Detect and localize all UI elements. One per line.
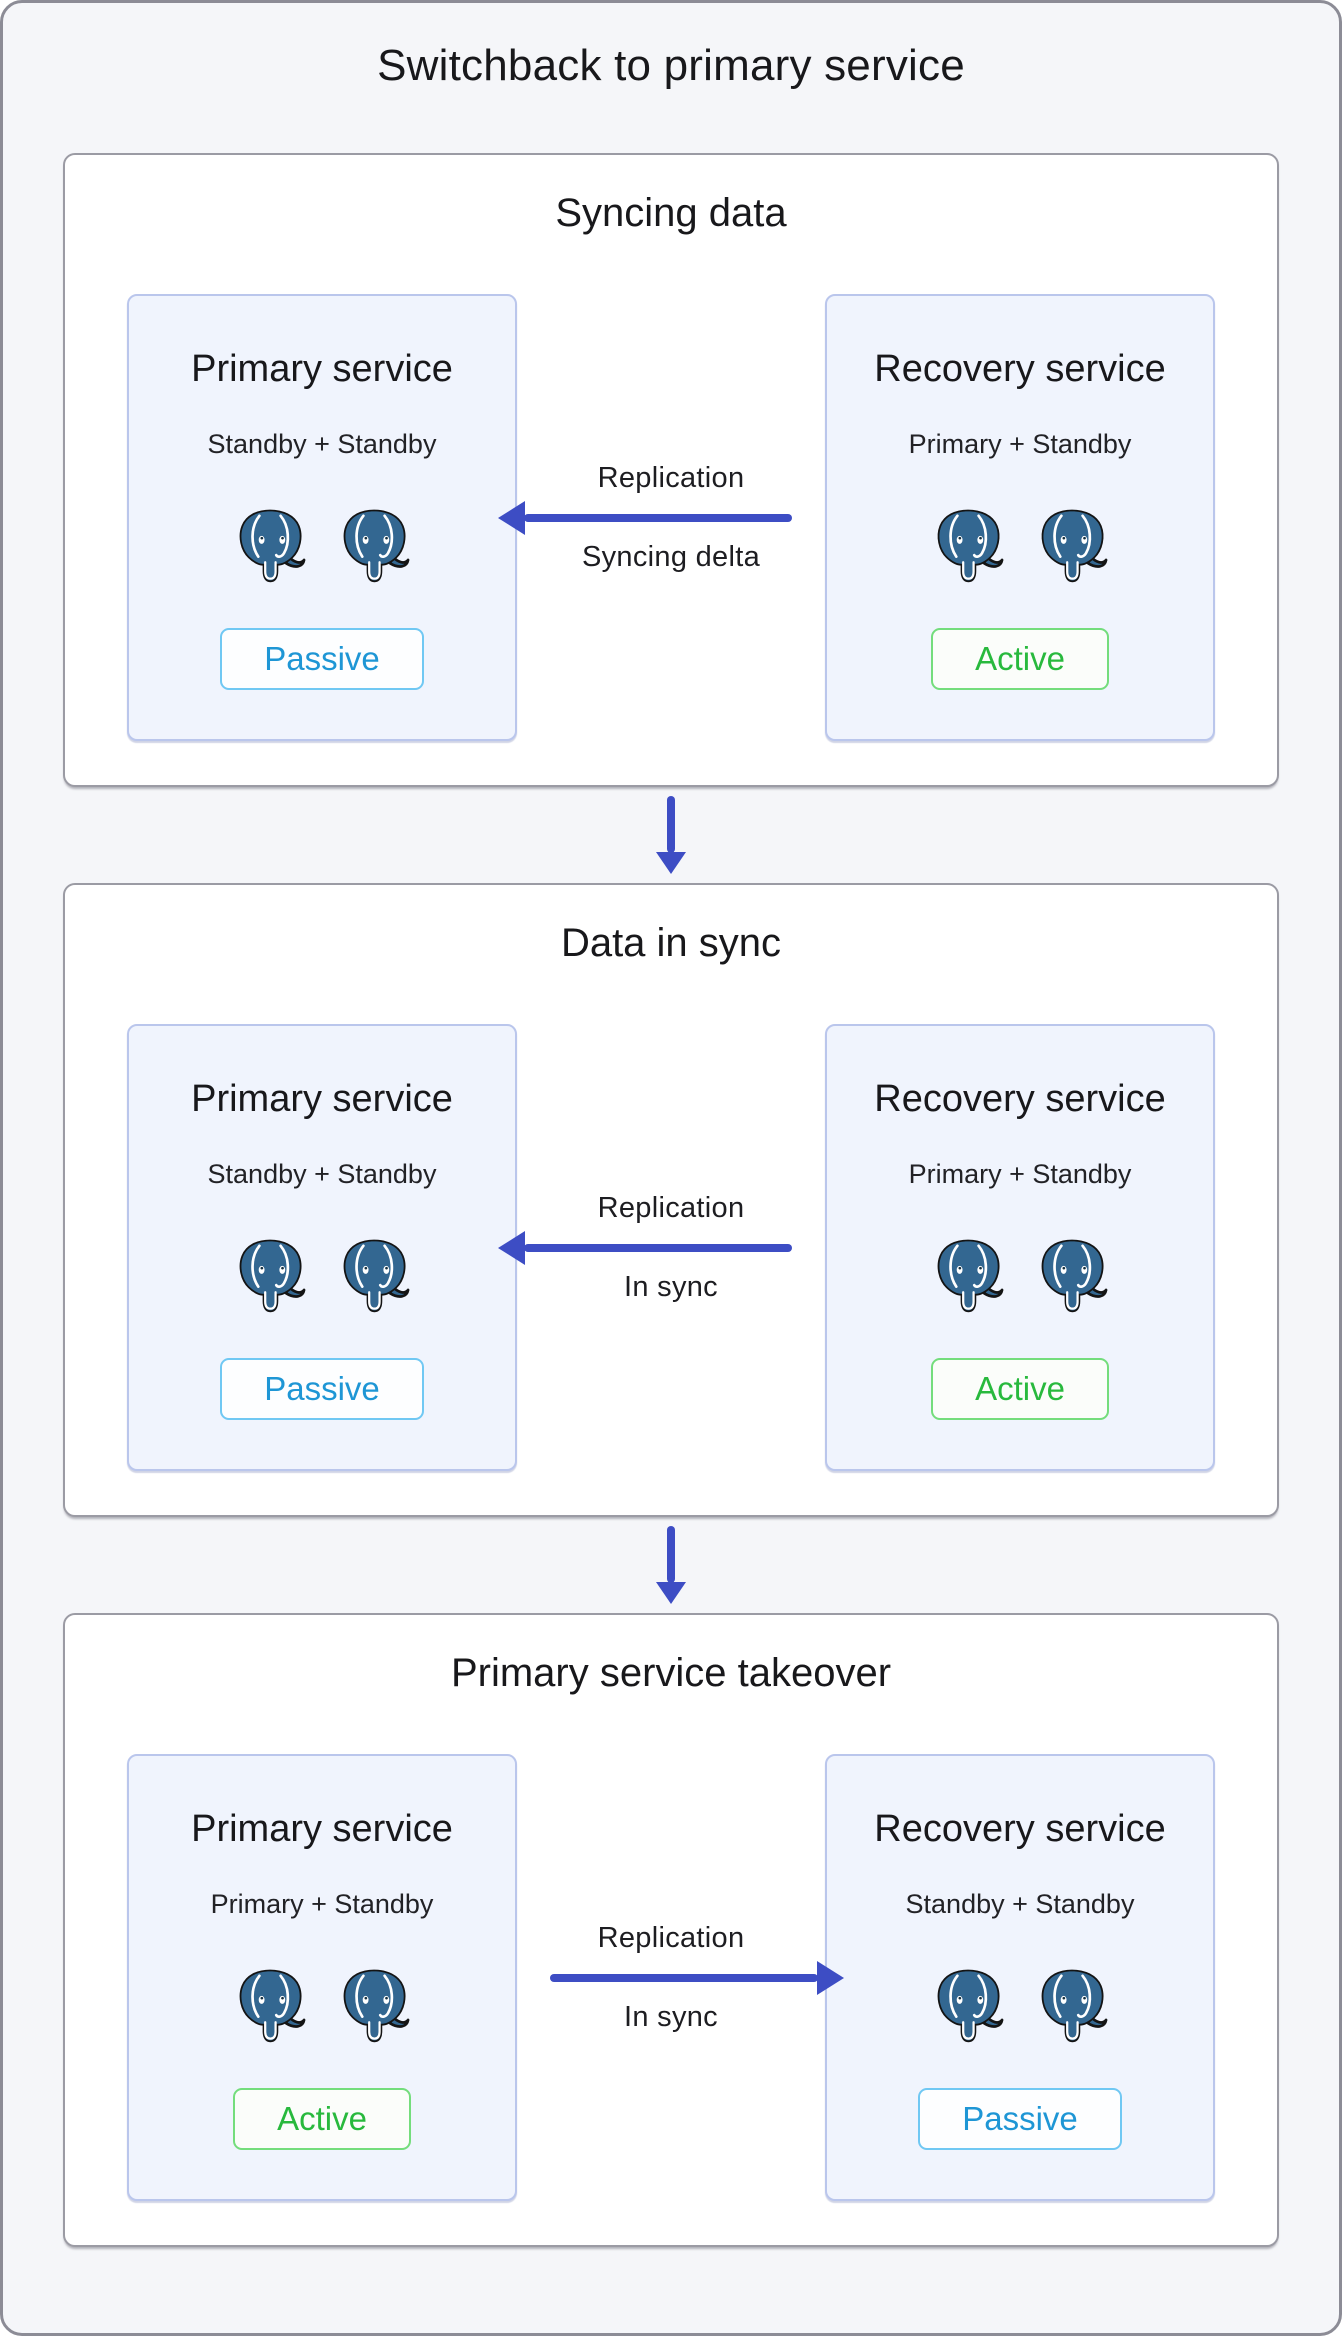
service-title: Primary service — [191, 1078, 453, 1120]
stage-panel-primary-service-takeover: Primary service takeover Primary service… — [63, 1613, 1279, 2247]
arrow-top-label: Replication — [597, 1191, 745, 1224]
postgresql-icon — [232, 508, 308, 584]
database-icons — [930, 1968, 1110, 2044]
stage-title: Primary service takeover — [450, 1651, 892, 1695]
service-title: Recovery service — [874, 1078, 1166, 1120]
recovery-service-box: Recovery service Primary + Standby Activ… — [825, 294, 1215, 741]
replication-arrow-block: Replication In sync — [539, 1921, 818, 2034]
status-badge: Active — [931, 1358, 1109, 1420]
service-roles: Standby + Standby — [207, 1159, 437, 1189]
arrow-down-icon — [667, 1526, 675, 1583]
postgresql-icon — [1034, 1968, 1110, 2044]
replication-arrow-right-icon — [550, 1973, 818, 1982]
status-badge: Passive — [918, 2088, 1122, 2150]
postgresql-icon — [232, 1238, 308, 1314]
stage-title: Syncing data — [555, 191, 787, 235]
service-roles: Primary + Standby — [908, 429, 1132, 459]
service-title: Recovery service — [874, 1808, 1166, 1850]
recovery-service-box: Recovery service Primary + Standby Activ… — [825, 1024, 1215, 1471]
replication-arrow-block: Replication In sync — [524, 1191, 803, 1304]
arrow-top-label: Replication — [597, 1921, 745, 1954]
database-icons — [232, 508, 412, 584]
recovery-service-box: Recovery service Standby + Standby Passi… — [825, 1754, 1215, 2201]
arrow-bottom-label: In sync — [624, 1270, 718, 1303]
postgresql-icon — [336, 1238, 412, 1314]
service-title: Primary service — [191, 1808, 453, 1850]
postgresql-icon — [336, 508, 412, 584]
service-roles: Standby + Standby — [207, 429, 437, 459]
primary-service-box: Primary service Primary + Standby Active — [127, 1754, 517, 2201]
arrow-bottom-label: In sync — [624, 2000, 718, 2033]
status-badge: Active — [931, 628, 1109, 690]
status-badge: Passive — [220, 628, 424, 690]
stage-panel-data-in-sync: Data in sync Primary service Standby + S… — [63, 883, 1279, 1517]
postgresql-icon — [336, 1968, 412, 2044]
primary-service-box: Primary service Standby + Standby Passiv… — [127, 294, 517, 741]
service-roles: Primary + Standby — [210, 1889, 434, 1919]
database-icons — [930, 508, 1110, 584]
service-title: Primary service — [191, 348, 453, 390]
postgresql-icon — [930, 1968, 1006, 2044]
replication-arrow-block: Replication Syncing delta — [524, 461, 803, 574]
stage-row: Primary service Standby + Standby Passiv… — [127, 1024, 1215, 1471]
postgresql-icon — [930, 1238, 1006, 1314]
service-roles: Primary + Standby — [908, 1159, 1132, 1189]
stage-row: Primary service Standby + Standby Passiv… — [127, 294, 1215, 741]
replication-arrow-left-icon — [524, 513, 792, 522]
flow-connector — [63, 1517, 1279, 1613]
arrow-down-icon — [667, 796, 675, 853]
postgresql-icon — [232, 1968, 308, 2044]
status-badge: Active — [233, 2088, 411, 2150]
postgresql-icon — [1034, 1238, 1110, 1314]
status-badge: Passive — [220, 1358, 424, 1420]
postgresql-icon — [930, 508, 1006, 584]
page-title: Switchback to primary service — [377, 41, 965, 90]
database-icons — [232, 1968, 412, 2044]
flow-connector — [63, 787, 1279, 883]
arrow-bottom-label: Syncing delta — [581, 540, 760, 573]
stage-panel-syncing-data: Syncing data Primary service Standby + S… — [63, 153, 1279, 787]
postgresql-icon — [1034, 508, 1110, 584]
service-title: Recovery service — [874, 348, 1166, 390]
primary-service-box: Primary service Standby + Standby Passiv… — [127, 1024, 517, 1471]
stage-row: Primary service Primary + Standby Active… — [127, 1754, 1215, 2201]
stage-title: Data in sync — [560, 921, 782, 965]
service-roles: Standby + Standby — [905, 1889, 1135, 1919]
database-icons — [232, 1238, 412, 1314]
replication-arrow-left-icon — [524, 1243, 792, 1252]
database-icons — [930, 1238, 1110, 1314]
arrow-top-label: Replication — [597, 461, 745, 494]
